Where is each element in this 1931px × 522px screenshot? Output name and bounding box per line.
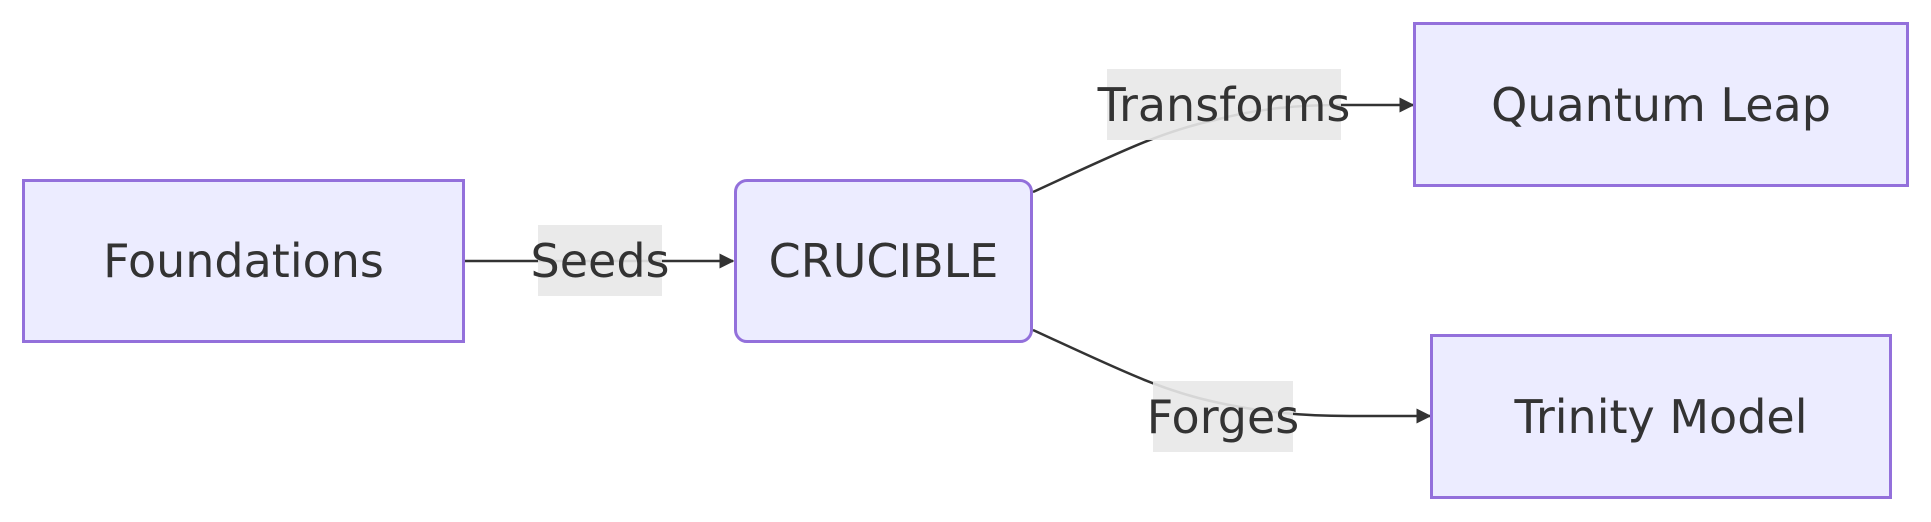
edge-label-transforms: Transforms — [1098, 69, 1350, 140]
node-crucible: CRUCIBLE — [734, 179, 1033, 343]
edge-label-seeds: Seeds — [531, 225, 669, 296]
node-quantum-leap: Quantum Leap — [1413, 22, 1909, 187]
node-foundations: Foundations — [22, 179, 465, 343]
edge-label-forges: Forges — [1147, 381, 1299, 452]
node-trinity-model: Trinity Model — [1430, 334, 1892, 499]
